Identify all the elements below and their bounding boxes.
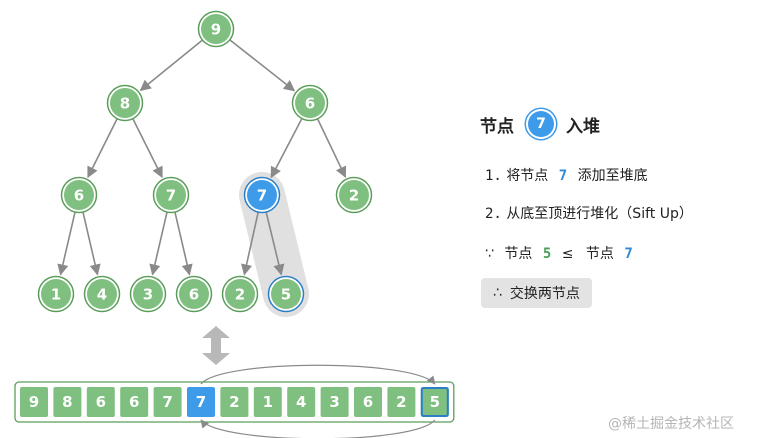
step-1-number: 1. bbox=[485, 168, 502, 184]
array-cell-label: 3 bbox=[329, 393, 339, 411]
tree-node: 7 bbox=[243, 176, 281, 214]
tree-node-label: 6 bbox=[305, 95, 315, 113]
title-node-circle: 7 bbox=[528, 111, 554, 137]
tree-node: 9 bbox=[197, 10, 235, 48]
tree-node: 5 bbox=[267, 275, 305, 313]
tree-node-label: 7 bbox=[166, 187, 176, 205]
tree-edge bbox=[82, 212, 101, 276]
tree-edge bbox=[270, 118, 303, 179]
tree-node-label: 3 bbox=[143, 286, 153, 304]
explanation-panel: 节点 7 入堆 1. 将节点 7 添加至堆底 2. 从底至顶进行堆化（Sift … bbox=[480, 108, 760, 308]
tree-node: 8 bbox=[106, 84, 144, 122]
tree-node: 1 bbox=[37, 275, 75, 313]
array-cell: 1 bbox=[253, 387, 282, 417]
tree-node: 6 bbox=[175, 275, 213, 313]
array-cell-label: 6 bbox=[96, 393, 106, 411]
array-cell: 4 bbox=[287, 387, 316, 417]
array-cell: 7 bbox=[187, 387, 215, 417]
tree-node-label: 1 bbox=[51, 286, 61, 304]
tree-edge bbox=[132, 118, 163, 179]
array-cell: 7 bbox=[153, 387, 182, 417]
array-cell: 3 bbox=[320, 387, 349, 417]
because-left-value: 5 bbox=[542, 246, 552, 262]
array-cell-label: 2 bbox=[396, 393, 406, 411]
array-cell: 2 bbox=[220, 387, 249, 417]
title-suffix: 入堆 bbox=[566, 116, 600, 137]
array-cell-label: 6 bbox=[129, 393, 139, 411]
step-2: 2. 从底至顶进行堆化（Sift Up） bbox=[485, 203, 693, 223]
step-1-value: 7 bbox=[558, 168, 568, 184]
tree-node-label: 8 bbox=[120, 95, 130, 113]
array-cell: 9 bbox=[20, 387, 48, 417]
therefore-symbol: ∴ bbox=[493, 285, 502, 301]
tree-node: 3 bbox=[129, 275, 167, 313]
tree-node-label: 5 bbox=[281, 286, 291, 304]
array-cell: 6 bbox=[120, 387, 149, 417]
because-symbol: ∵ bbox=[485, 246, 494, 262]
array-cell-label: 6 bbox=[363, 393, 373, 411]
tree-node-label: 2 bbox=[349, 187, 359, 205]
because-right-label: 节点 bbox=[585, 246, 614, 262]
tree-node-label: 6 bbox=[189, 286, 199, 304]
because-right-value: 7 bbox=[624, 246, 633, 262]
therefore-text: 交换两节点 bbox=[509, 286, 580, 302]
array-cell-label: 2 bbox=[229, 393, 239, 411]
array-cell-label: 7 bbox=[162, 393, 172, 411]
tree-edge bbox=[229, 39, 296, 92]
tree-node-label: 7 bbox=[257, 187, 267, 205]
step-2-text: 从底至顶进行堆化（Sift Up） bbox=[506, 206, 693, 222]
tree-edge bbox=[139, 39, 203, 92]
tree-edge bbox=[265, 212, 285, 276]
tree-node: 6 bbox=[291, 84, 329, 122]
step-1-suffix: 添加至堆底 bbox=[577, 168, 648, 184]
up-down-arrow-icon bbox=[202, 326, 230, 365]
because-left-label: 节点 bbox=[504, 246, 533, 262]
array-cell-label: 5 bbox=[430, 393, 440, 411]
array-cell: 8 bbox=[53, 387, 82, 417]
array-cell: 5 bbox=[420, 387, 449, 417]
array-frame bbox=[14, 381, 455, 423]
tree-edge bbox=[87, 118, 118, 179]
tree-edge bbox=[174, 212, 193, 276]
step-2-number: 2. bbox=[485, 206, 502, 222]
therefore-box: ∴ 交换两节点 bbox=[481, 278, 592, 308]
step-1: 1. 将节点 7 添加至堆底 bbox=[485, 165, 648, 185]
tree-node: 7 bbox=[152, 176, 190, 214]
tree-edge bbox=[241, 212, 259, 276]
step-1-text: 将节点 bbox=[506, 168, 549, 184]
array-cell-label: 8 bbox=[62, 393, 72, 411]
watermark: @稀土掘金技术社区 bbox=[608, 416, 734, 432]
tree-node-label: 2 bbox=[235, 286, 245, 304]
array-cell: 6 bbox=[354, 387, 382, 417]
tree-node-label: 9 bbox=[211, 21, 221, 39]
tree-node: 2 bbox=[335, 176, 373, 214]
because-line: ∵ 节点 5 ≤ 节点 7 bbox=[485, 243, 633, 263]
because-operator: ≤ bbox=[561, 246, 574, 262]
tree-edge bbox=[317, 118, 347, 178]
tree-node: 2 bbox=[221, 275, 259, 313]
tree-node: 4 bbox=[83, 275, 121, 313]
array-cell: 2 bbox=[387, 387, 416, 417]
array-cell: 6 bbox=[86, 387, 115, 417]
panel-title: 节点 7 入堆 bbox=[480, 108, 760, 140]
swap-arc-bottom bbox=[200, 419, 436, 438]
array-cell-label: 9 bbox=[29, 393, 39, 411]
swap-arc-top bbox=[200, 364, 436, 385]
tree-edge bbox=[57, 212, 76, 276]
array-cell-label: 4 bbox=[296, 393, 306, 411]
array-cell-label: 1 bbox=[263, 393, 273, 411]
title-prefix: 节点 bbox=[480, 116, 514, 137]
tree-node-label: 6 bbox=[74, 187, 84, 205]
tree-edge bbox=[149, 212, 168, 276]
tree-node: 6 bbox=[60, 176, 98, 214]
array-cell-label: 7 bbox=[196, 393, 206, 411]
tree-node-label: 4 bbox=[97, 286, 107, 304]
